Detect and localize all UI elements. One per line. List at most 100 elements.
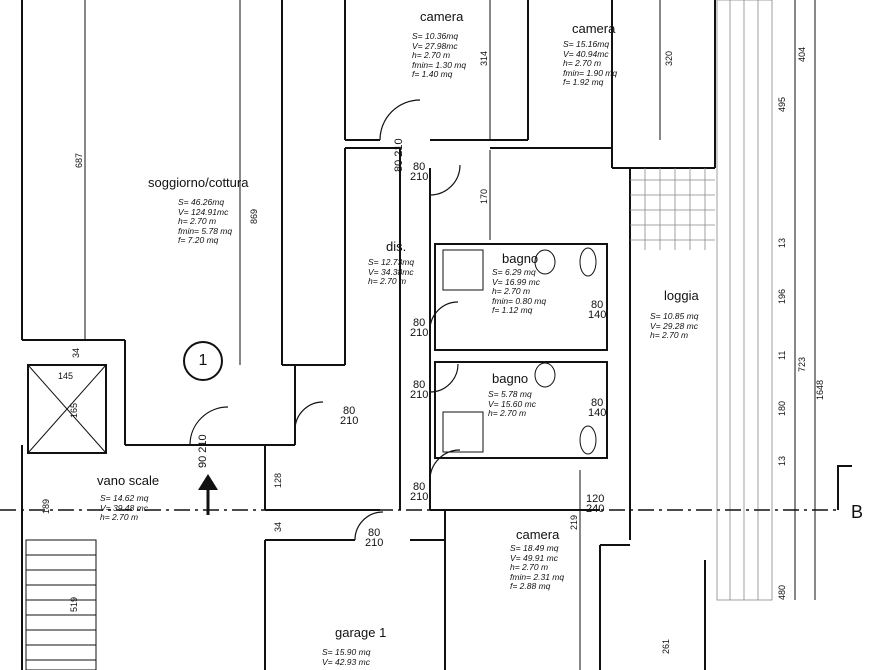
room-data-camera-top-right: S= 15.16mq V= 40.94mc h= 2.70 m fmin= 1.… [563,39,618,88]
room-line: fmin= 1.30 mq [412,59,467,70]
shower-top [442,249,484,291]
shower-bottom [442,411,484,453]
toilet-top [579,247,597,277]
room-line: V= 42.93 mc [322,656,370,667]
room-name-soggiorno: soggiorno/cottura [148,175,249,190]
room-data-camera-top-left: S= 10.36mq V= 27.98mc h= 2.70 m fmin= 1.… [412,31,467,80]
room-line: fmin= 0.80 mq [492,295,547,306]
dimension-label: 495 [777,96,787,112]
room-data-bagno-bottom: S= 5.78 mq V= 15.60 mc h= 2.70 m [488,389,536,419]
room-data-bagno-top: S= 6.29 mq V= 16.99 mc h= 2.70 m fmin= 0… [492,267,547,316]
room-line: V= 34.38mc [368,266,414,277]
dimension-label: 687 [74,152,84,168]
bathroom-fixtures [442,247,597,455]
entrance-arrow-head [198,474,218,490]
dimension-label: 869 [249,208,259,224]
room-name-bagno-top: bagno [502,251,539,266]
room-name-camera-top-left: camera [420,9,464,24]
room-line: S= 10.85 mq [650,311,699,321]
room-name-camera-top-right: camera [572,21,616,36]
loggia-tiles [630,168,715,250]
room-line: h= 2.70 m [563,58,602,68]
room-line: V= 16.99 mc [492,276,540,287]
room-line: f= 1.40 mq [412,69,453,79]
room-line: h= 2.70 m [178,216,217,226]
door-arcs [189,99,461,541]
room-data-vano-scale: S= 14.62 mq V= 39.48 mc h= 2.70 m [100,493,149,523]
dimension-label: 189 [41,498,51,514]
room-line: h= 2.70 m [650,330,689,340]
dimension-label: 13 [777,455,787,466]
dimension-label: 261 [661,638,671,654]
room-line: h= 2.70 m [510,562,549,572]
dimension-label: 34 [71,347,81,358]
room-line: V= 40.94mc [563,48,609,59]
room-data-soggiorno: S= 46.26mq V= 124.91mc h= 2.70 m fmin= 5… [178,197,233,246]
room-line: V= 124.91mc [178,206,229,217]
dimension-label: 11 [777,350,787,360]
dimension-label: 1648 [815,379,825,400]
room-data-dis: S= 12.73mq V= 34.38mc h= 2.70 m [368,257,415,287]
dimension-label: 219 [569,514,579,530]
apartment-number-marker: 1 [183,341,223,381]
room-line: fmin= 5.78 mq [178,225,233,236]
dimension-label: 128 [273,472,283,488]
room-data-garage: S= 15.90 mq V= 42.93 mc [322,647,371,667]
dimension-lines [84,0,816,670]
room-line: S= 6.29 mq [492,267,536,277]
dimension-label: 314 [479,50,489,66]
room-line: h= 2.70 m [412,50,451,60]
room-line: h= 2.70 m [488,408,527,418]
room-line: S= 46.26mq [178,197,225,207]
room-line: S= 18.49 mq [510,543,559,553]
facade-tiles [716,0,773,601]
dimension-label: 145 [58,371,74,381]
dimension-label: 180 [777,400,787,416]
dimension-label: 480 [777,584,787,600]
dimension-label: 170 [479,188,489,204]
sink-top [534,249,556,275]
room-name-dis: dis. [386,239,407,254]
room-line: h= 2.70 m [368,276,407,286]
door-label: 80 210 [393,138,405,172]
dimension-label: 320 [664,50,674,66]
room-line: V= 49.91 mc [510,552,558,563]
dimension-label: 723 [797,356,807,372]
room-line: S= 5.78 mq [488,389,532,399]
room-line: V= 29.28 mc [650,320,698,331]
room-data-camera-bottom: S= 18.49 mq V= 49.91 mc h= 2.70 m fmin= … [510,543,565,592]
dimension-label: 404 [797,46,807,62]
dimension-label: 13 [777,237,787,248]
section-arrow [837,465,852,510]
dimension-label: 165 [69,402,79,418]
dimension-label: 196 [777,288,787,304]
room-line: h= 2.70 m [492,286,531,296]
dimension-label: 519 [69,596,79,612]
room-line: S= 12.73mq [368,257,415,267]
room-line: fmin= 2.31 mq [510,571,565,582]
stairs [26,554,96,661]
room-data-loggia: S= 10.85 mq V= 29.28 mc h= 2.70 m [650,311,699,341]
section-label: B [851,502,864,522]
room-line: S= 15.90 mq [322,647,371,657]
door-label: 90 210 [197,434,209,468]
room-line: f= 1.92 mq [563,77,604,87]
sink-bottom [534,362,556,388]
room-line: f= 7.20 mq [178,235,219,245]
room-line: f= 1.12 mq [492,305,533,315]
room-name-loggia: loggia [664,288,699,303]
room-line: V= 15.60 mc [488,398,536,409]
room-name-bagno-bottom: bagno [492,371,529,386]
room-line: fmin= 1.90 mq [563,67,618,78]
room-line: S= 14.62 mq [100,493,149,503]
room-line: S= 10.36mq [412,31,459,41]
